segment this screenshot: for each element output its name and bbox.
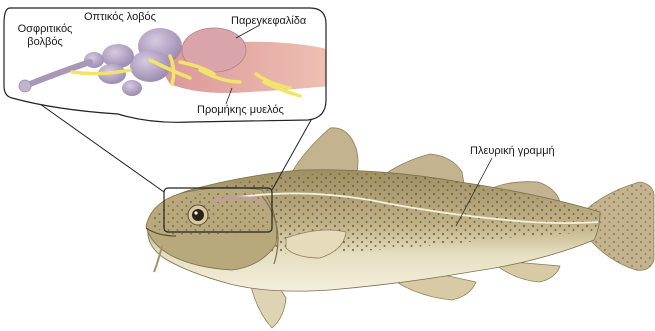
forebrain-lobe <box>102 44 134 68</box>
olfactory-bulb <box>19 80 31 92</box>
label-lateral-line: Πλευρική γραμμή <box>470 145 555 158</box>
label-olfactory-bulb: Οσφριτικός βολβός <box>14 23 76 49</box>
label-optic-lobe: Οπτικός λοβός <box>84 11 156 24</box>
dorsal-fin-1 <box>292 128 358 176</box>
label-medulla: Προμήκης μυελός <box>197 104 284 117</box>
fish <box>146 128 654 328</box>
label-cerebellum: Παρεγκεφαλίδα <box>231 15 306 28</box>
